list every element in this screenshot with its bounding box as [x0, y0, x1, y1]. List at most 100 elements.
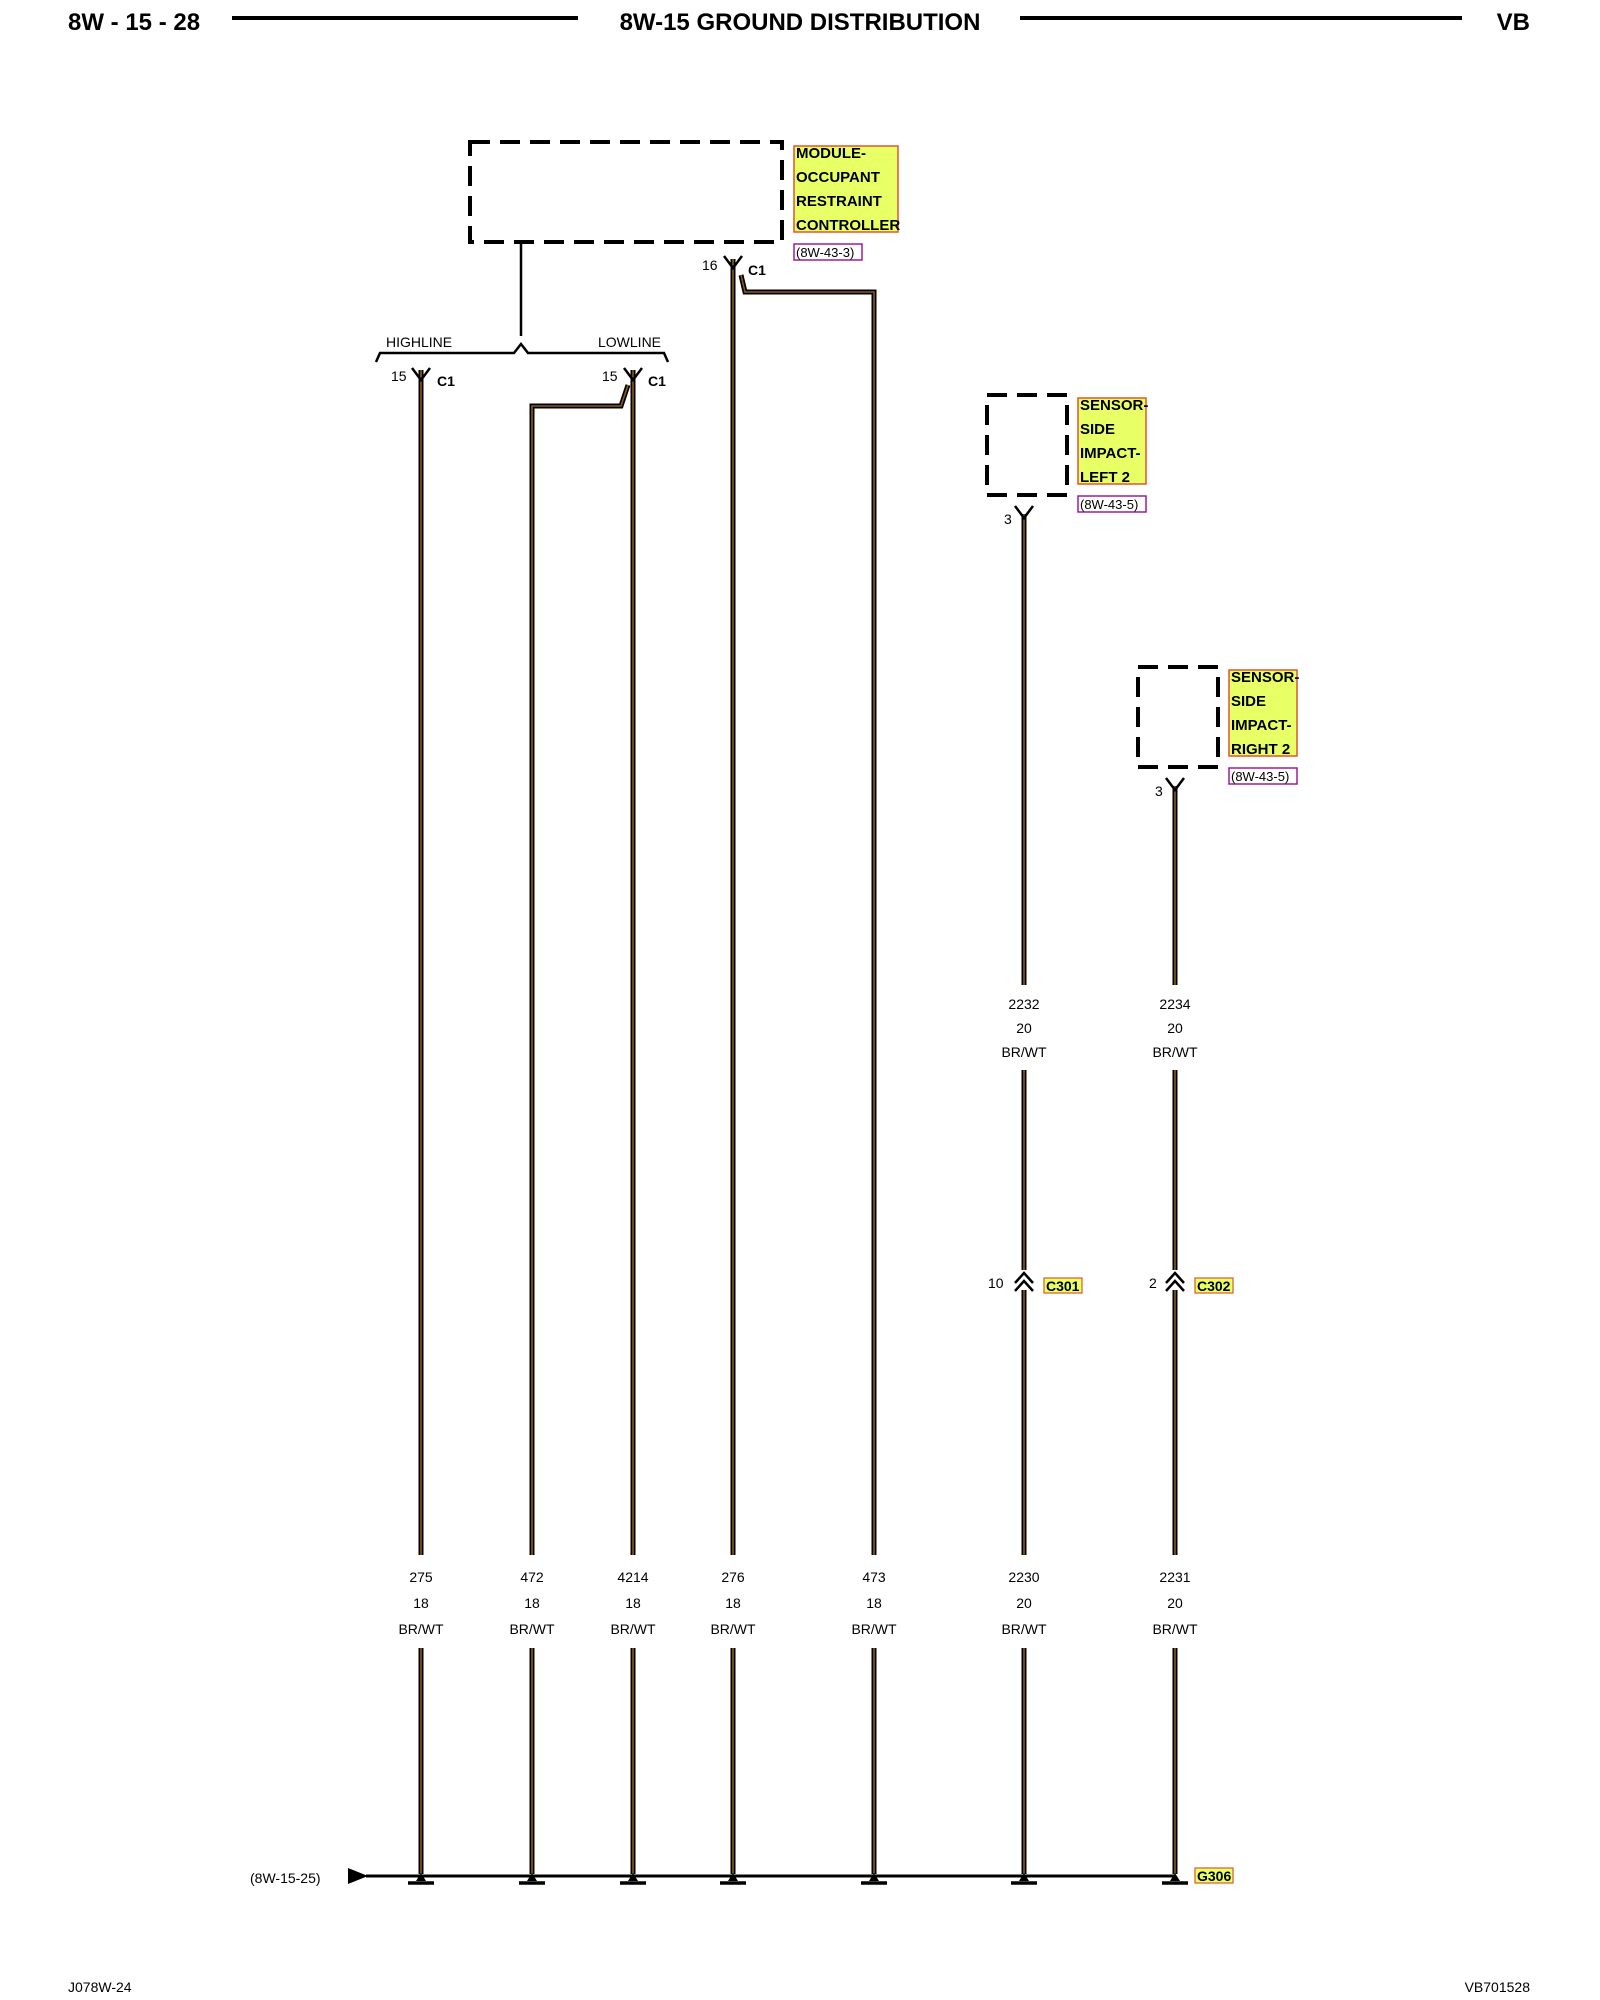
upper-circuit-left-gauge: 20 — [1016, 1020, 1032, 1036]
footer-reference-code: VB701528 — [1465, 1979, 1531, 1995]
sensor-left-name-line-3: IMPACT- — [1080, 445, 1141, 462]
orc-pin-lowline: 15 — [602, 368, 618, 384]
circuit-label-276: 276 18 BR/WT — [710, 1569, 756, 1637]
inline-connector-c302-highlight — [1194, 1277, 1234, 1294]
circuit-gauge: 18 — [413, 1595, 429, 1611]
highline-label: HIGHLINE — [386, 334, 452, 350]
orc-name-line-1: MODULE- — [796, 145, 866, 162]
circuit-number: 2231 — [1159, 1569, 1190, 1585]
ground-bus-arrow — [348, 1868, 368, 1884]
circuit-color: BR/WT — [398, 1621, 444, 1637]
ground-splice-6 — [1162, 1873, 1188, 1885]
upper-circuit-right-gauge: 20 — [1167, 1020, 1183, 1036]
circuit-gauge: 20 — [1016, 1595, 1032, 1611]
circuit-gauge: 18 — [625, 1595, 641, 1611]
orc-module-box — [468, 140, 784, 244]
ground-splice-4 — [861, 1873, 887, 1885]
orc-pin-highline: 15 — [391, 368, 407, 384]
sensor-right-label-highlight — [1228, 669, 1298, 757]
ground-g306-highlight — [1194, 1867, 1234, 1884]
sensor-right-pin: 3 — [1155, 783, 1163, 799]
upper-circuit-left-number: 2232 — [1008, 996, 1039, 1012]
circuit-color: BR/WT — [710, 1621, 756, 1637]
circuit-label-2231: 2231 20 BR/WT — [1152, 1569, 1198, 1637]
orc-name-line-4: CONTROLLER — [796, 217, 900, 234]
ground-continuation-ref[interactable]: (8W-15-25) — [250, 1870, 321, 1886]
circuit-color: BR/WT — [610, 1621, 656, 1637]
orc-connector-lowline: C1 — [648, 373, 666, 389]
sensor-right-name-line-2: SIDE — [1231, 693, 1266, 710]
wire-layer — [418, 259, 1178, 1874]
sensor-right-name-line-3: IMPACT- — [1231, 717, 1292, 734]
footer-drawing-code: J078W-24 — [68, 1979, 132, 1995]
orc-pin-16: 16 — [702, 257, 718, 273]
sensor-right-box — [1136, 665, 1220, 769]
circuit-number: 2230 — [1008, 1569, 1039, 1585]
inline-connector-c301-name: C301 — [1046, 1278, 1080, 1294]
orc-connector-highline: C1 — [437, 373, 455, 389]
circuit-number: 4214 — [617, 1569, 648, 1585]
ground-splice-2 — [620, 1873, 646, 1885]
ground-splice-5 — [1011, 1873, 1037, 1885]
wire-473 — [738, 274, 877, 1874]
option-bracket — [374, 341, 670, 363]
circuit-color: BR/WT — [509, 1621, 555, 1637]
sensor-left-label-highlight — [1077, 397, 1147, 485]
sensor-left-name-line-4: LEFT 2 — [1080, 469, 1130, 486]
pin-symbol-sensor-left — [1014, 505, 1034, 521]
orc-ref-box — [793, 243, 863, 261]
upper-circuit-right-color: BR/WT — [1152, 1044, 1198, 1060]
circuit-gauge: 18 — [866, 1595, 882, 1611]
orc-page-ref[interactable]: (8W-43-3) — [796, 245, 854, 260]
page-title: 8W-15 GROUND DISTRIBUTION — [620, 9, 981, 36]
inline-connector-c301-pin: 10 — [988, 1275, 1004, 1291]
pin-symbol-sensor-right — [1165, 777, 1185, 793]
upper-circuit-right-number: 2234 — [1159, 996, 1190, 1012]
ground-splice-3 — [720, 1873, 746, 1885]
pin-symbol-16 — [723, 255, 743, 271]
orc-label-highlight — [793, 145, 899, 233]
sensor-right-name-line-1: SENSOR- — [1231, 669, 1299, 686]
page-number: 8W - 15 - 28 — [68, 9, 200, 36]
wire-472 — [529, 384, 631, 1874]
ground-splice-0 — [408, 1873, 434, 1885]
circuit-number: 472 — [520, 1569, 544, 1585]
lowline-label: LOWLINE — [598, 334, 661, 350]
circuit-gauge: 20 — [1167, 1595, 1183, 1611]
inline-connector-c301-highlight — [1043, 1277, 1083, 1294]
circuit-label-275: 275 18 BR/WT — [398, 1569, 444, 1637]
circuit-color: BR/WT — [1152, 1621, 1198, 1637]
orc-connector-pin-16: C1 — [748, 262, 766, 278]
inline-connector-c302-symbol — [1165, 1271, 1185, 1292]
circuit-number: 473 — [862, 1569, 886, 1585]
sensor-right-page-ref[interactable]: (8W-43-5) — [1231, 769, 1289, 784]
ground-splice-1 — [519, 1873, 545, 1885]
circuit-label-473: 473 18 BR/WT — [851, 1569, 897, 1637]
sensor-left-name-line-2: SIDE — [1080, 421, 1115, 438]
sensor-left-pin: 3 — [1004, 511, 1012, 527]
ground-g306-label: G306 — [1197, 1868, 1231, 1884]
sensor-right-name-line-4: RIGHT 2 — [1231, 741, 1290, 758]
sensor-left-ref-box — [1077, 495, 1147, 513]
orc-name-line-2: OCCUPANT — [796, 169, 880, 186]
sensor-right-ref-box — [1228, 767, 1298, 785]
connector-symbol-layer — [408, 255, 1188, 1885]
circuit-gauge: 18 — [725, 1595, 741, 1611]
pin-symbol-lowline — [623, 367, 643, 383]
circuit-label-4214: 4214 18 BR/WT — [610, 1569, 656, 1637]
circuit-number: 276 — [721, 1569, 745, 1585]
circuit-label-2230: 2230 20 BR/WT — [1001, 1569, 1047, 1637]
circuit-label-472: 472 18 BR/WT — [509, 1569, 555, 1637]
circuit-number: 275 — [409, 1569, 433, 1585]
sensor-left-name-line-1: SENSOR- — [1080, 397, 1148, 414]
pin-symbol-highline — [411, 367, 431, 383]
circuit-gauge: 18 — [524, 1595, 540, 1611]
inline-connector-c302-name: C302 — [1197, 1278, 1231, 1294]
circuit-color: BR/WT — [1001, 1621, 1047, 1637]
inline-connector-c301-symbol — [1014, 1271, 1034, 1292]
vehicle-code: VB — [1497, 9, 1530, 36]
sensor-left-box — [985, 393, 1069, 497]
circuit-color: BR/WT — [851, 1621, 897, 1637]
sensor-left-page-ref[interactable]: (8W-43-5) — [1080, 497, 1138, 512]
